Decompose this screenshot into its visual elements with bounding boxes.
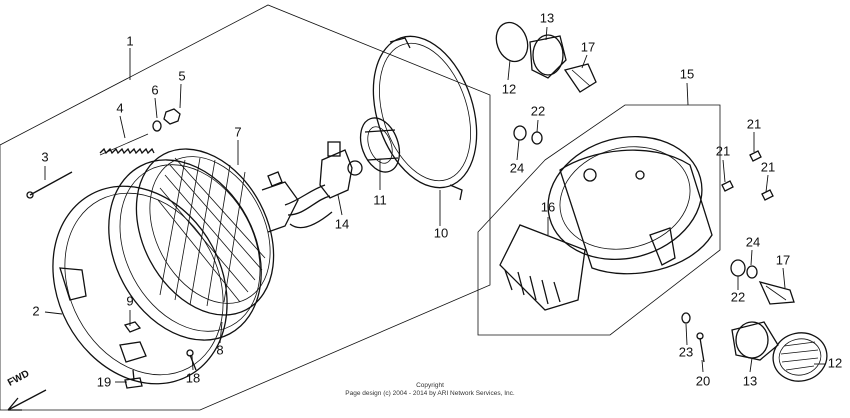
part-label-14: 14 bbox=[335, 216, 349, 231]
part-label-13-lower: 13 bbox=[743, 373, 757, 388]
part-label-6: 6 bbox=[151, 82, 158, 97]
lamp-housing-13-top bbox=[529, 34, 567, 79]
part-label-22-lower: 22 bbox=[731, 289, 745, 304]
part-label-2: 2 bbox=[32, 303, 39, 318]
lamp-housing-13-lower bbox=[731, 321, 779, 361]
nut-9 bbox=[123, 321, 142, 333]
part-label-9: 9 bbox=[126, 293, 133, 308]
part-label-11: 11 bbox=[373, 192, 387, 207]
part-label-12-top: 12 bbox=[502, 81, 516, 96]
part-label-18: 18 bbox=[186, 370, 200, 385]
part-label-24-lower: 24 bbox=[746, 234, 760, 249]
adjusting-screw-3 bbox=[26, 171, 73, 199]
part-label-20: 20 bbox=[696, 373, 710, 388]
washer-23 bbox=[681, 312, 691, 324]
part-label-21a: 21 bbox=[747, 116, 761, 131]
copyright-line-1: Copyright bbox=[416, 382, 444, 389]
spring-4 bbox=[99, 133, 155, 156]
bulb-17-top bbox=[563, 63, 597, 93]
part-label-21c: 21 bbox=[761, 159, 775, 174]
part-label-8: 8 bbox=[216, 342, 223, 357]
screw-20 bbox=[696, 332, 705, 363]
part-label-23: 23 bbox=[679, 344, 693, 359]
leader-lines bbox=[44, 26, 826, 383]
screws-21 bbox=[721, 150, 774, 201]
screw-18 bbox=[186, 349, 197, 371]
copyright-notice: Copyright Page design (c) 2004 - 2014 by… bbox=[300, 382, 560, 398]
copyright-line-2: Page design (c) 2004 - 2014 by ARI Netwo… bbox=[345, 390, 515, 397]
part-label-17-lower: 17 bbox=[776, 252, 790, 267]
reflector-lens-12-lower bbox=[772, 332, 828, 382]
part-label-12-lower: 12 bbox=[828, 355, 842, 370]
part-label-3: 3 bbox=[41, 149, 48, 164]
assembly-1-boundary bbox=[0, 4, 491, 411]
washer-22-lower bbox=[746, 265, 758, 279]
headlight-case bbox=[547, 135, 713, 275]
reflector-cap-12-top bbox=[495, 21, 529, 63]
part-label-5: 5 bbox=[178, 68, 185, 83]
bulb-holder-ring bbox=[359, 117, 401, 173]
retaining-ring bbox=[372, 35, 478, 201]
bulb-17-lower bbox=[758, 281, 795, 305]
fwd-arrow bbox=[7, 389, 47, 411]
part-label-19: 19 bbox=[97, 374, 111, 389]
part-label-4: 4 bbox=[116, 100, 123, 115]
part-label-17-top: 17 bbox=[581, 39, 595, 54]
part-label-22-top: 22 bbox=[531, 103, 545, 118]
screw-19 bbox=[124, 369, 143, 389]
part-label-1: 1 bbox=[126, 33, 133, 48]
nut-5 bbox=[163, 108, 181, 125]
part-label-15: 15 bbox=[680, 66, 694, 81]
wire-connector-block bbox=[499, 224, 586, 311]
washers-22-24-upper bbox=[513, 125, 543, 145]
headlight-rim bbox=[52, 185, 228, 385]
part-label-7: 7 bbox=[234, 124, 241, 139]
washer-6 bbox=[152, 120, 162, 132]
part-number-labels: 1 2 3 4 5 6 7 8 9 10 11 12 12 13 13 14 1… bbox=[32, 10, 842, 389]
part-label-10: 10 bbox=[434, 225, 448, 240]
washer-24-lower bbox=[730, 259, 746, 277]
bulb-socket bbox=[319, 141, 363, 199]
part-label-24-top: 24 bbox=[510, 160, 524, 175]
part-label-13-top: 13 bbox=[540, 10, 554, 25]
part-label-16: 16 bbox=[541, 199, 555, 214]
sealed-beam-unit bbox=[135, 148, 299, 316]
assembly-15-boundary bbox=[477, 104, 721, 336]
mounting-ring bbox=[108, 159, 262, 341]
part-label-21b: 21 bbox=[716, 143, 730, 158]
